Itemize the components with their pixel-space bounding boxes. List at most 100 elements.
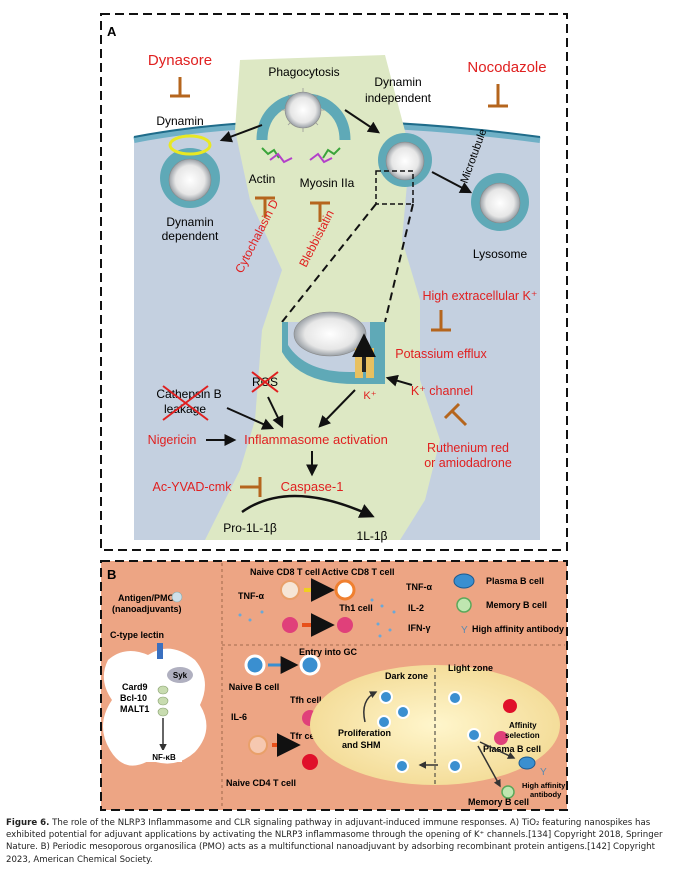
malt1-label: MALT1 [120,704,149,714]
k-channel-label: K⁺ channel [411,384,473,398]
dark-zone-label: Dark zone [385,671,428,681]
ruthenium-inhibitor-icon [443,402,468,427]
naive-b-cell-icon [244,654,266,676]
gc-b-cells-icon [377,690,481,773]
k-channel-icon [355,348,363,378]
caption-text: The role of the NLRP3 Inflammasome and C… [6,818,663,865]
antibody-legend-label: High affinity antibody [472,624,564,634]
independent-nanoparticle-icon [385,141,425,181]
dynamin-label: Dynamin [156,114,203,128]
ros-blocked-cross-icon [251,371,279,393]
arrow-il-maturation [241,494,375,518]
th-precursor-cell-icon [282,617,298,633]
ruthenium-line2: or amiodadrone [424,456,512,470]
proliferation-arrow [363,691,378,723]
arrow-to-memory [477,745,501,788]
cathepsin-line1: Cathepsin B [156,387,221,401]
naive-cd4-label: Naive CD4 T cell [226,778,296,788]
myosin-label: Myosin IIa [300,176,355,190]
antibody-icon: Y [540,767,547,778]
cbm-complex-icon [157,685,169,717]
dynamin-dependent-line1: Dynamin [166,215,213,229]
antigen-line2: (nanoadjuvants) [112,604,182,614]
memory-cell-label: Memory B cell [468,797,529,807]
figure-caption: Figure 6. The role of the NLRP3 Inflamma… [6,817,668,866]
acyvad-inhibitor-icon [240,477,262,497]
ifn-label: IFN-γ [408,623,431,633]
dendritic-cell [102,648,207,766]
syk-label: Syk [173,671,188,680]
lysosome-label: Lysosome [473,247,528,261]
dynasore-label: Dynasore [148,52,212,69]
cytokine-dots-icon [238,598,396,638]
arrow-to-plasma [479,741,516,759]
arrow-k-to-inflammasome [318,389,356,428]
plasma-cell-label: Plasma B cell [483,744,541,754]
arrow-k-channel [385,374,413,387]
panel-b-label: B [107,567,116,582]
pmo-particle-icon [171,591,183,603]
tfh-label: Tfh cell [290,695,322,705]
caption-label: Figure 6. [6,818,50,828]
naive-cd8-cell-icon [280,580,300,600]
potassium-efflux-label: Potassium efflux [395,347,487,361]
pro-il-label: Pro-1L-1β [223,521,277,535]
tnf-right-label: TNF-α [406,582,432,592]
high-affinity-line1: High affinity [522,781,566,790]
naive-cd4-cell-icon [248,735,268,755]
th1-cell-icon [337,617,353,633]
affinity-line2: selection [505,731,540,740]
inflammasome-label: Inflammasome activation [244,432,388,447]
dynamin-ring-icon [168,134,212,156]
myosin-icon-2 [309,152,333,164]
zoomed-vesicle-inset [282,311,385,384]
zoom-line-right [384,203,414,323]
gc-b-cell-icon [299,654,321,676]
il6-label: IL-6 [231,712,247,722]
naive-cd8-label: Naive CD8 T cell [250,567,320,577]
naive-b-label: Naive B cell [229,682,280,692]
arrow-to-independent-vesicle [344,109,380,134]
tfr-label: Tfr cell [290,731,320,741]
memory-legend-label: Memory B cell [486,600,547,610]
plasma-cell-icon [518,756,536,770]
panel-a: A Phagocytosis Actin Myosin IIa Cytochal… [100,13,568,551]
zoom-box [375,170,414,205]
dynamin-independent-line1: Dynamin [374,75,421,89]
dynasore-inhibitor-icon [170,77,190,98]
proliferation-line2: and SHM [342,740,381,750]
syk-icon [167,667,193,683]
ctype-lectin-icon [157,643,163,659]
high-k-label: High extracellular K⁺ [423,289,538,303]
memory-cell-icon [501,785,515,799]
caspase-label: Caspase-1 [281,479,344,494]
bcl10-label: Bcl-10 [120,693,147,703]
lysosome-nanoparticle-icon [479,182,521,224]
nanospikes-icon [281,88,325,132]
cathepsin-blocked-cross-icon [162,385,209,421]
actin-filament-icon-2 [322,147,341,159]
panel-a-label: A [107,24,117,39]
affinity-line1: Affinity [509,721,537,730]
actin-label: Actin [249,172,276,186]
nigericin-label: Nigericin [148,433,197,447]
tfr-cell-icon [302,754,318,770]
myosin-icon [269,152,293,164]
antibody-legend-icon: Y [461,625,468,636]
memory-b-legend-icon [456,597,472,613]
light-zone-label: Light zone [448,663,493,673]
th1-label: Th1 cell [339,603,373,613]
arrow-to-lysosome [431,171,473,194]
ruthenium-line1: Ruthenium red [427,441,509,455]
affinity-tfr-cell-icon [503,699,517,713]
high-k-inhibitor-icon [431,310,451,332]
arrow-cathepsin [226,407,275,430]
k-channel-icon-2 [366,348,374,378]
nocodazole-label: Nocodazole [467,59,546,76]
arrow-to-dynamin-vesicle [219,124,263,143]
vesicle-nanoparticle-icon [168,158,212,202]
antigen-line1: Antigen/PMO [118,593,175,603]
dynamin-independent-line2: independent [365,91,432,105]
phagocytosis-label: Phagocytosis [268,65,339,79]
